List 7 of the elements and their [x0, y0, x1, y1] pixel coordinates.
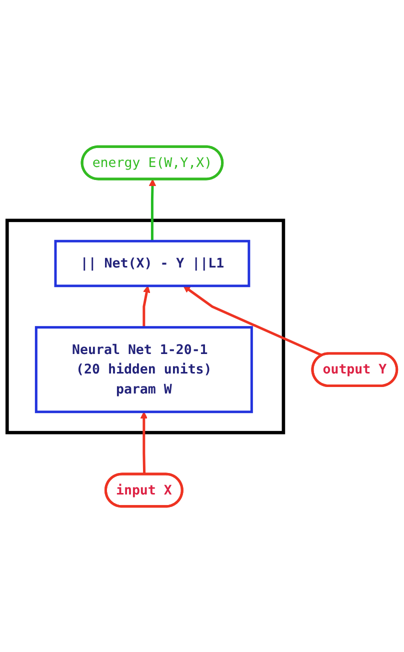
arrow [148, 178, 156, 241]
node-box [34, 326, 253, 413]
arrow [142, 285, 150, 327]
node-box [54, 239, 250, 287]
cluster [6, 218, 286, 434]
arrow [183, 285, 323, 356]
arrow [140, 411, 148, 474]
